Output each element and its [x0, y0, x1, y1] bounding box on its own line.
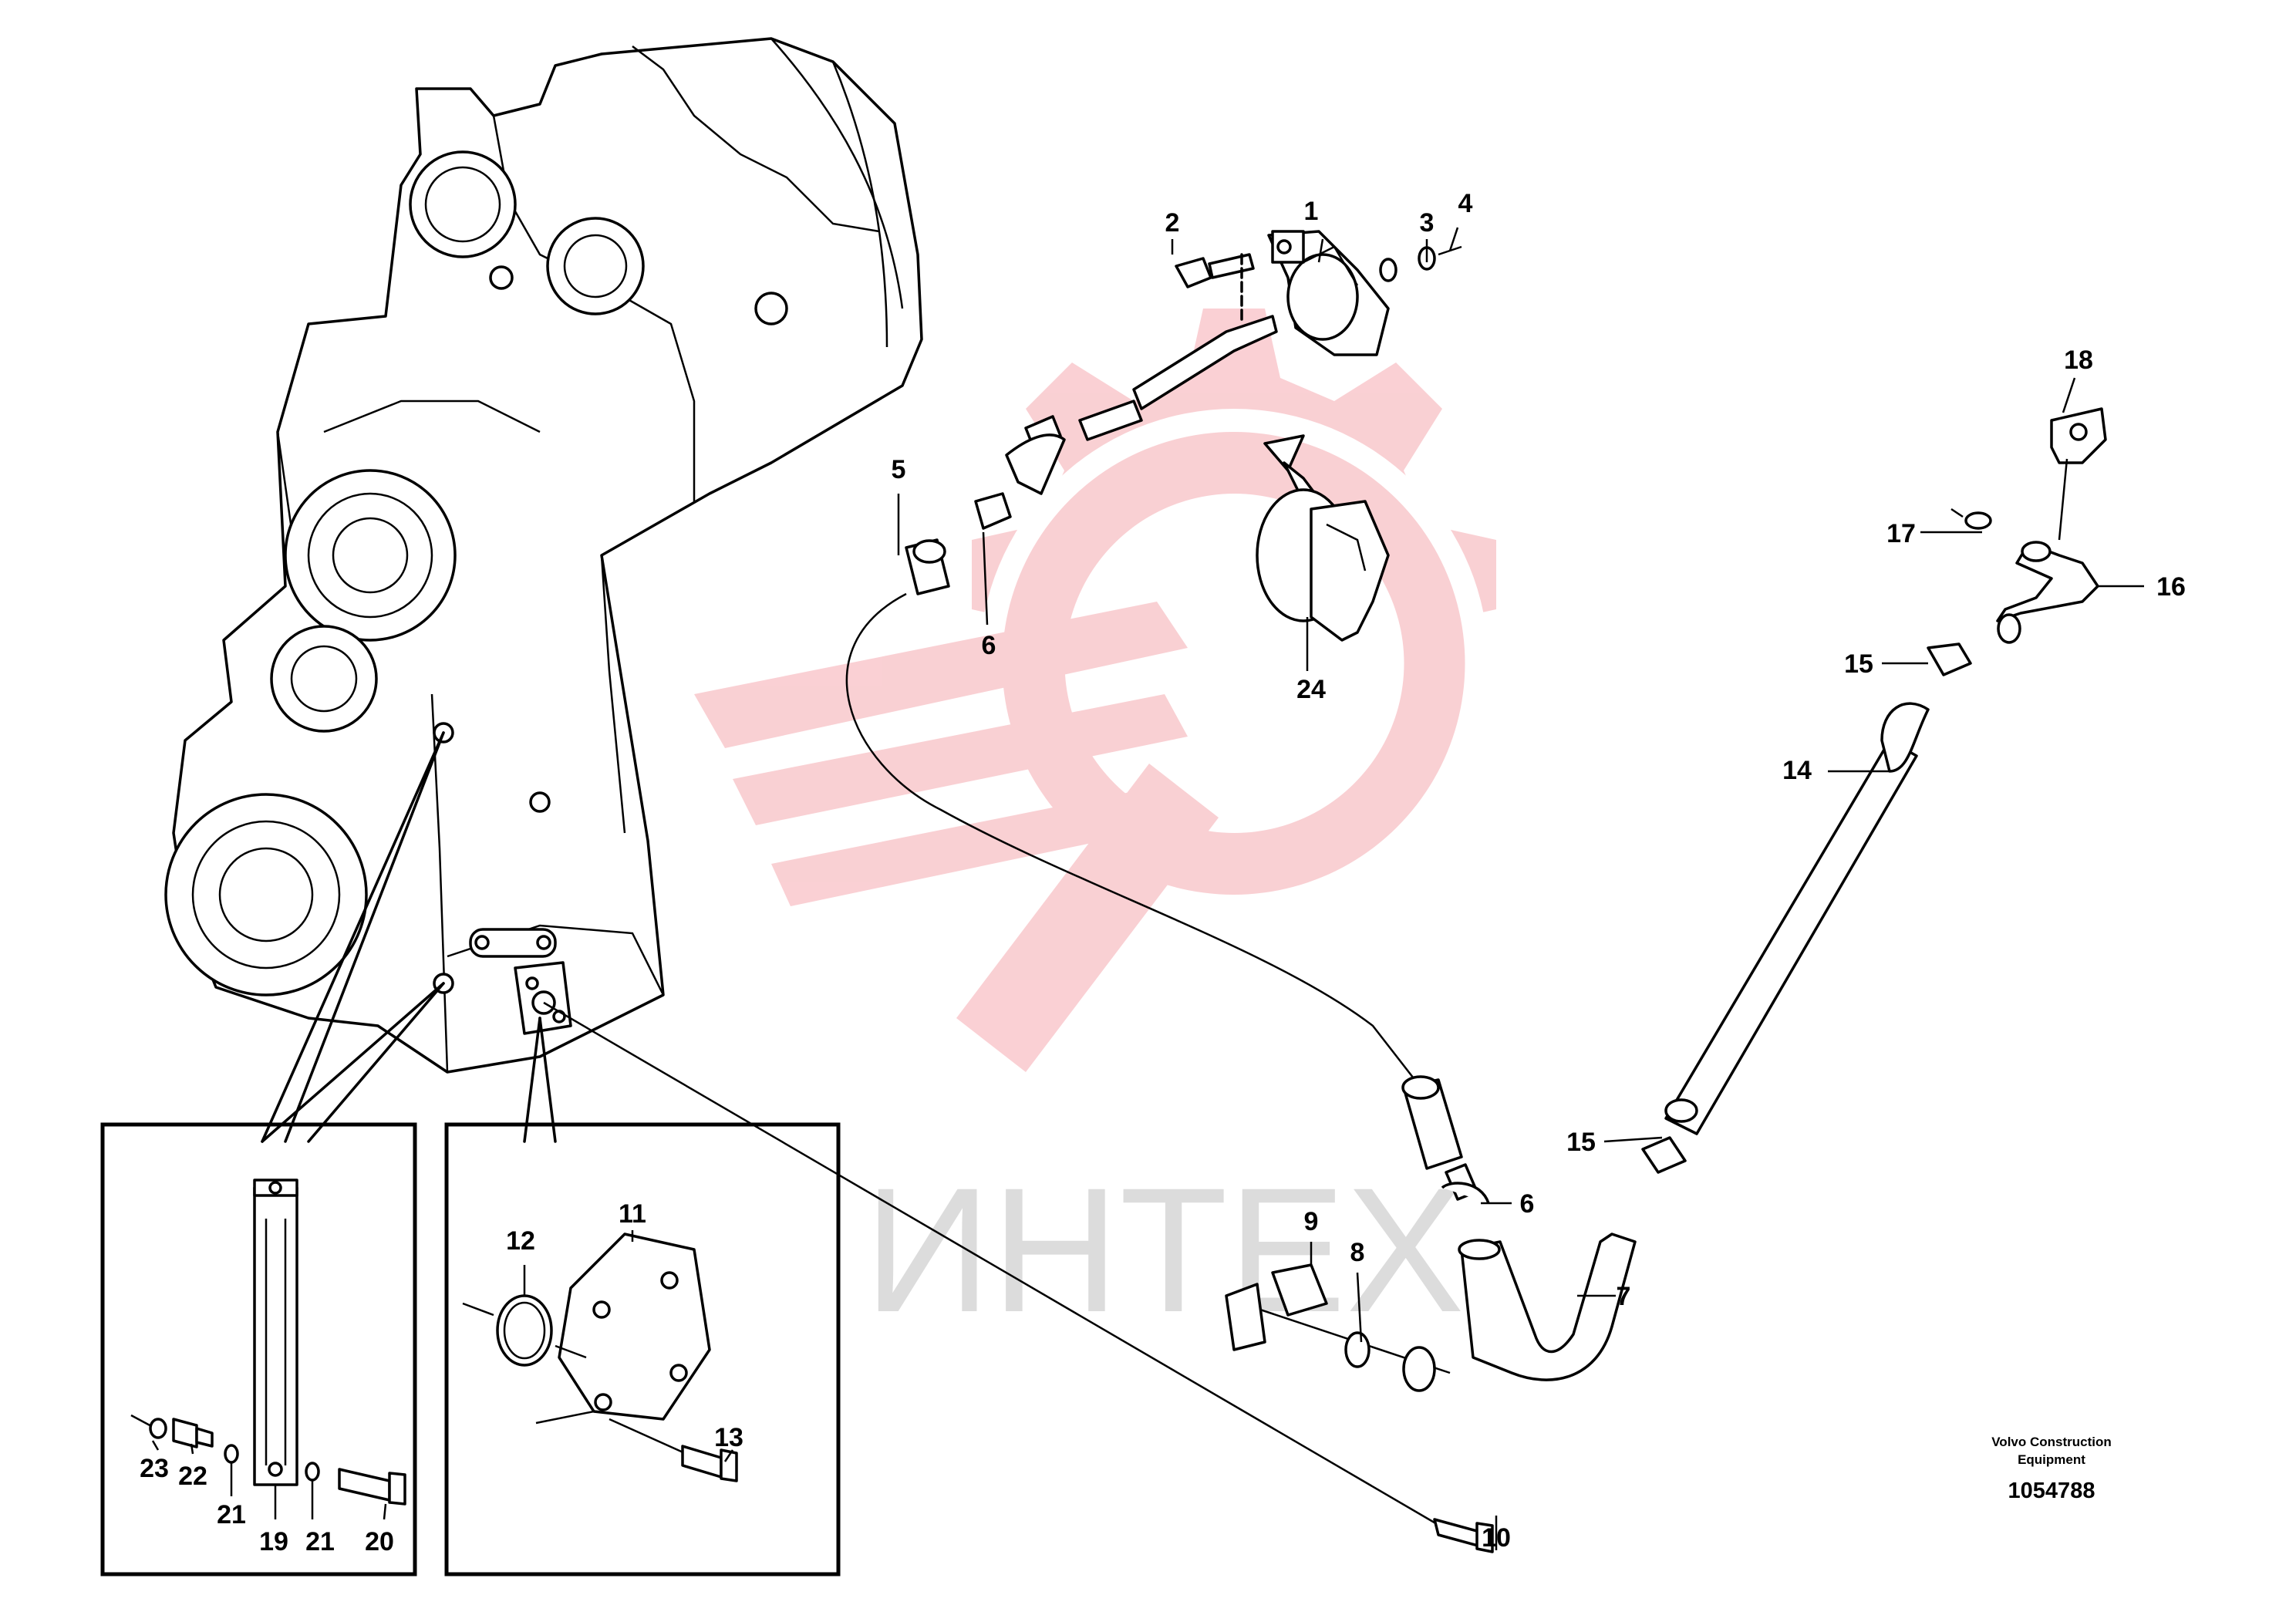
sight-glass [253, 1179, 298, 1486]
callout-18: 18 [2064, 346, 2093, 375]
callout-6-top: 6 [982, 631, 996, 660]
callout-22: 22 [178, 1462, 207, 1491]
callout-24: 24 [1296, 675, 1326, 704]
callout-21-left: 21 [217, 1500, 246, 1529]
cover-plate [558, 1233, 711, 1421]
callout-2: 2 [1165, 208, 1180, 238]
callout-15-top: 15 [1844, 649, 1873, 679]
callout-12: 12 [506, 1226, 535, 1256]
breather-cap [1256, 434, 1390, 642]
callout-4: 4 [1458, 189, 1473, 218]
callout-1: 1 [1304, 197, 1319, 226]
callout-6-bottom: 6 [1520, 1189, 1535, 1219]
callout-19: 19 [259, 1527, 288, 1556]
callout-8: 8 [1350, 1238, 1365, 1267]
callout-15-bottom: 15 [1566, 1128, 1596, 1157]
callout-14: 14 [1782, 756, 1812, 785]
detail-box-cover-plate [444, 1122, 841, 1576]
callout-10: 10 [1482, 1523, 1511, 1553]
watermark-text: ИНТЕХ [864, 1151, 1465, 1349]
credit-line-1: Volvo Construction [1991, 1435, 2112, 1449]
drawing-number: 1054788 [2008, 1479, 2095, 1503]
callout-labels: 1 2 3 4 5 6 6 7 8 9 10 11 12 13 14 15 15… [140, 189, 2186, 1556]
callout-7: 7 [1617, 1282, 1631, 1311]
callout-13: 13 [714, 1423, 743, 1452]
temperature-sensor [1267, 230, 1390, 356]
leader-drain [543, 1001, 1443, 1529]
callout-17: 17 [1886, 519, 1916, 548]
callout-16: 16 [2156, 572, 2186, 602]
callout-23: 23 [140, 1454, 169, 1483]
detail-box-sight-glass [100, 1122, 417, 1576]
callout-3: 3 [1420, 208, 1435, 238]
callout-11: 11 [619, 1199, 646, 1229]
callout-5: 5 [892, 455, 906, 484]
credit-line-2: Equipment [2018, 1452, 2085, 1467]
credit-block: Volvo Construction Equipment 1054788 [1991, 1435, 2112, 1503]
transmission-housing [164, 37, 923, 1074]
callout-leaders [151, 227, 2144, 1550]
callout-9: 9 [1304, 1207, 1319, 1236]
callout-21-right: 21 [305, 1527, 335, 1556]
callout-20: 20 [365, 1527, 394, 1556]
